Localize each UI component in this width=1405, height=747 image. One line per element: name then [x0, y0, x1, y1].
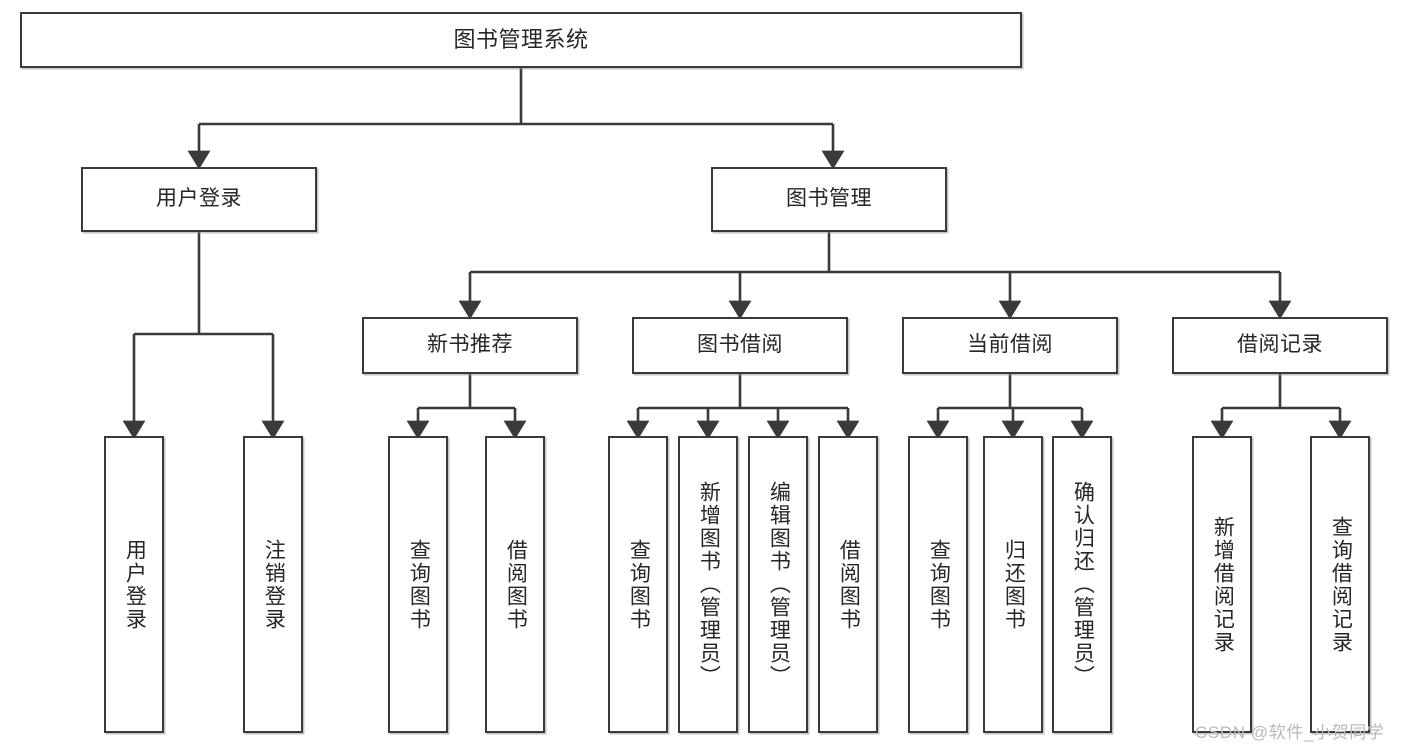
- node-leaf-query-book-2-label: 查询图书: [627, 538, 651, 631]
- node-leaf-edit-book[interactable]: 编辑图书（管理员）: [748, 436, 808, 733]
- node-root-label: 图书管理系统: [453, 27, 589, 53]
- node-leaf-user-login[interactable]: 用户登录: [104, 436, 164, 733]
- node-leaf-add-book[interactable]: 新增图书（管理员）: [678, 436, 738, 733]
- node-book-manage-label: 图书管理: [786, 187, 872, 211]
- node-leaf-query-book-2[interactable]: 查询图书: [608, 436, 668, 733]
- node-user-login[interactable]: 用户登录: [81, 167, 317, 232]
- node-new-book-rec[interactable]: 新书推荐: [362, 317, 578, 374]
- node-leaf-add-record[interactable]: 新增借阅记录: [1192, 436, 1252, 733]
- node-current-borrow-label: 当前借阅: [967, 333, 1053, 357]
- node-leaf-confirm-return-label: 确认归还（管理员）: [1071, 481, 1095, 688]
- node-leaf-user-logout[interactable]: 注销登录: [243, 436, 303, 733]
- node-borrow-record-label: 借阅记录: [1237, 333, 1323, 357]
- node-new-book-rec-label: 新书推荐: [427, 333, 513, 357]
- node-root[interactable]: 图书管理系统: [20, 12, 1022, 68]
- node-leaf-user-logout-label: 注销登录: [262, 538, 286, 631]
- node-leaf-add-book-label: 新增图书（管理员）: [697, 481, 721, 688]
- node-leaf-query-record-label: 查询借阅记录: [1329, 515, 1353, 654]
- node-leaf-query-book-1-label: 查询图书: [407, 538, 431, 631]
- node-leaf-borrow-book-1-label: 借阅图书: [504, 538, 528, 631]
- node-user-login-label: 用户登录: [156, 187, 242, 211]
- node-borrow-record[interactable]: 借阅记录: [1172, 317, 1388, 374]
- node-leaf-return-book-label: 归还图书: [1002, 538, 1026, 631]
- node-leaf-borrow-book-2[interactable]: 借阅图书: [818, 436, 878, 733]
- node-leaf-query-book-1[interactable]: 查询图书: [388, 436, 448, 733]
- node-leaf-return-book[interactable]: 归还图书: [983, 436, 1043, 733]
- node-current-borrow[interactable]: 当前借阅: [902, 317, 1118, 374]
- node-leaf-query-record[interactable]: 查询借阅记录: [1310, 436, 1370, 733]
- node-book-borrow[interactable]: 图书借阅: [632, 317, 848, 374]
- node-leaf-query-book-3-label: 查询图书: [927, 538, 951, 631]
- node-leaf-query-book-3[interactable]: 查询图书: [908, 436, 968, 733]
- node-book-manage[interactable]: 图书管理: [711, 167, 947, 232]
- node-leaf-borrow-book-2-label: 借阅图书: [837, 538, 861, 631]
- node-leaf-edit-book-label: 编辑图书（管理员）: [767, 481, 791, 688]
- node-leaf-borrow-book-1[interactable]: 借阅图书: [485, 436, 545, 733]
- node-leaf-user-login-label: 用户登录: [123, 538, 147, 631]
- node-leaf-confirm-return[interactable]: 确认归还（管理员）: [1052, 436, 1112, 733]
- node-leaf-add-record-label: 新增借阅记录: [1211, 515, 1235, 654]
- node-book-borrow-label: 图书借阅: [697, 333, 783, 357]
